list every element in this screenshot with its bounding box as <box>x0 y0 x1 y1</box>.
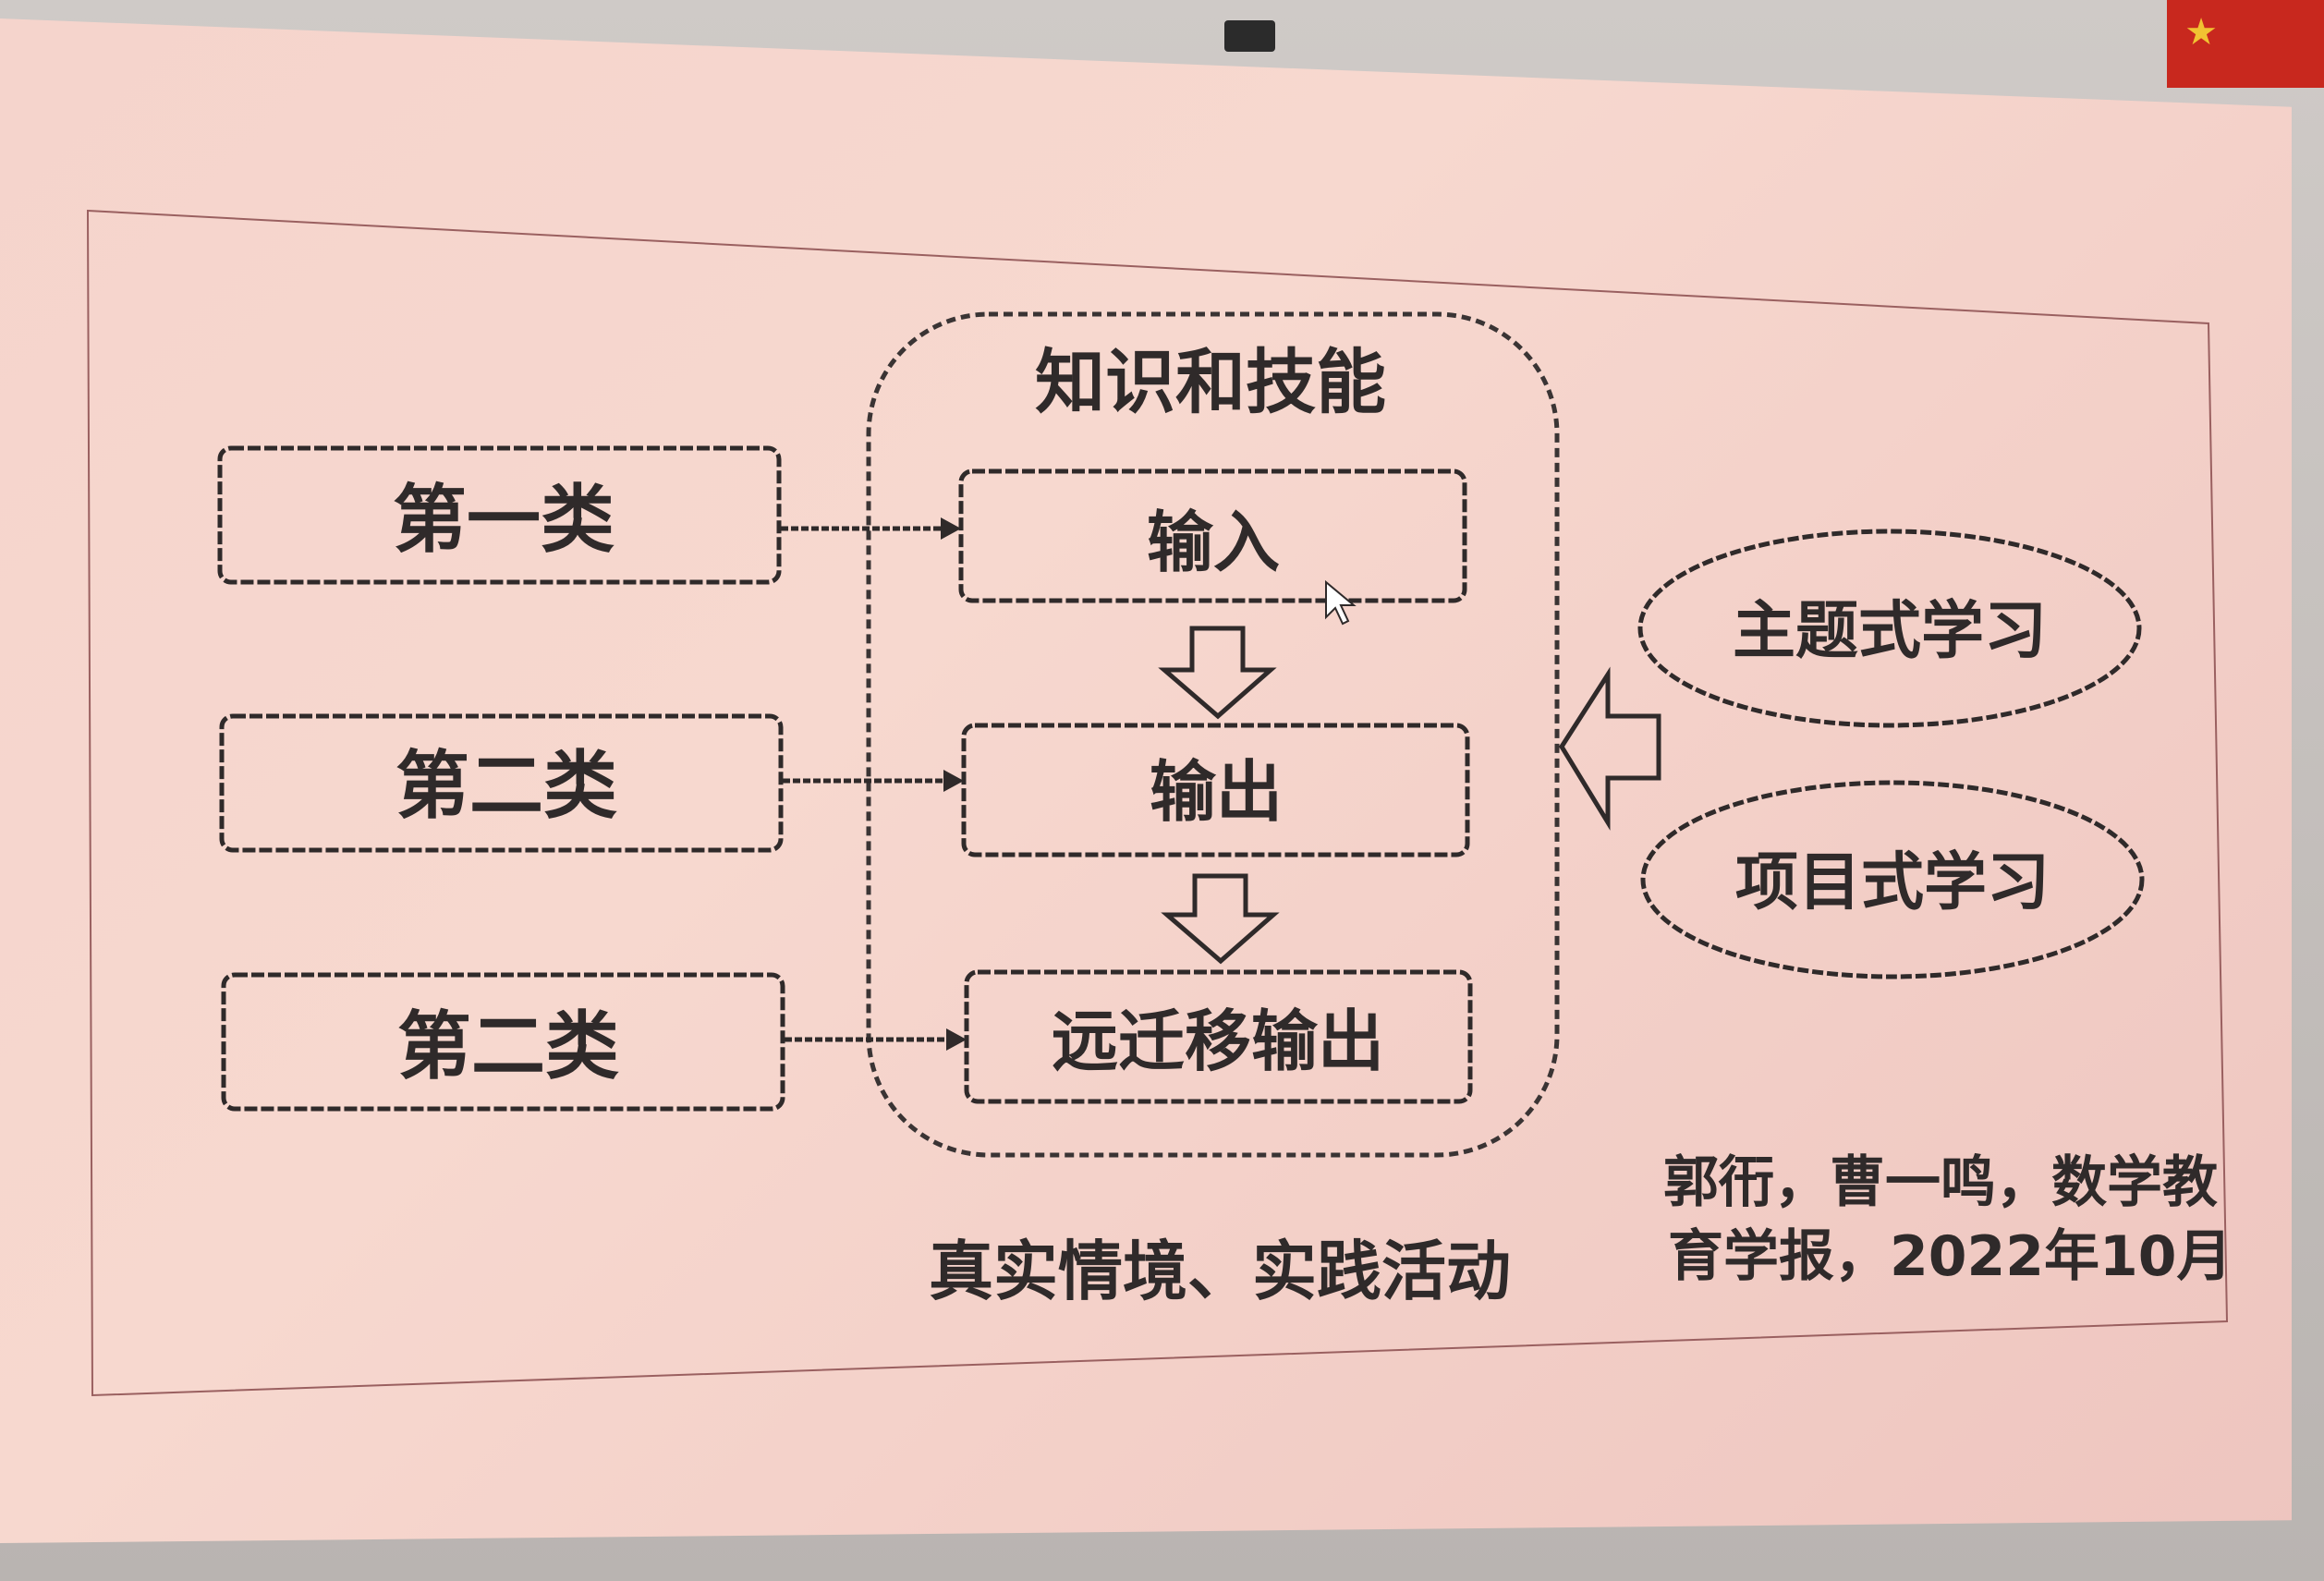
category-label: 第一类 <box>393 477 614 563</box>
stage-label: 远迁移输出 <box>1052 1003 1384 1080</box>
group-title: 知识和技能 <box>1035 341 1386 423</box>
category-box <box>219 713 784 853</box>
category-label: 第二类 <box>395 743 617 829</box>
category-box <box>221 972 785 1112</box>
arrow-left-icon <box>1559 666 1661 831</box>
arrow-right-icon <box>781 517 961 540</box>
category-label: 第二类 <box>397 1003 619 1089</box>
arrow-right-icon <box>783 770 964 792</box>
method-label: 项目式学习 <box>1735 846 2050 919</box>
stage-label: 输出 <box>1150 753 1283 831</box>
citation-line: 郭衎，曹一鸣，数学教 <box>1663 1150 2218 1215</box>
knowledge-skills-group <box>866 311 1560 1158</box>
method-ellipse <box>1640 780 2145 979</box>
category-box <box>217 445 782 585</box>
method-ellipse <box>1637 529 2142 728</box>
webcam-icon <box>1224 20 1275 52</box>
arrow-down-icon <box>1161 873 1280 965</box>
mouse-cursor-icon <box>1325 579 1357 626</box>
stage-box <box>958 468 1467 603</box>
arrow-down-icon <box>1158 626 1277 720</box>
stage-box <box>961 723 1470 857</box>
arrow-right-icon <box>785 1028 967 1051</box>
star-icon: ★ <box>2184 11 2218 54</box>
slide-frame <box>86 209 2229 1397</box>
context-label: 真实情境、实践活动 <box>929 1234 1511 1309</box>
method-label: 主题式学习 <box>1733 595 2047 668</box>
flag-decoration <box>2167 0 2324 88</box>
stage-box <box>964 969 1473 1104</box>
stage-label: 输入 <box>1147 504 1280 581</box>
citation-line: 育学报，2022年10月 <box>1668 1224 2233 1289</box>
